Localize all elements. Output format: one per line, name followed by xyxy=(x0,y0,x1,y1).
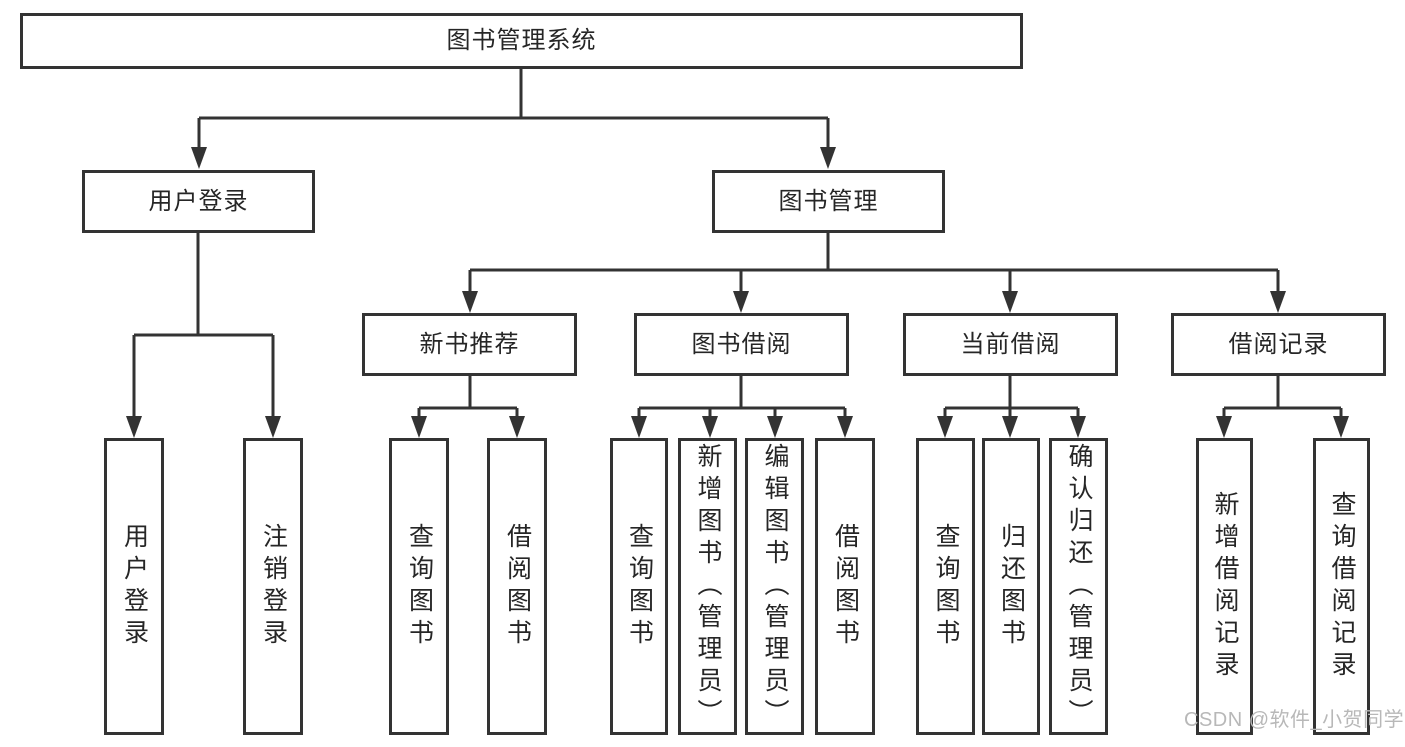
node-new-book-recommendation: 新书推荐 xyxy=(362,313,577,376)
leaf-label: 确认归还（管理员） xyxy=(1065,442,1093,731)
leaf-label: 用户登录 xyxy=(120,522,149,651)
leaf-label: 注销登录 xyxy=(259,522,288,651)
leaf-borrow-books: 借阅图书 xyxy=(487,438,547,735)
leaf-return-books: 归还图书 xyxy=(982,438,1040,735)
arrowhead xyxy=(1216,416,1232,438)
arrowhead xyxy=(191,147,207,169)
connector-root-to-level2 xyxy=(197,69,830,150)
leaf-add-books-admin: 新增图书（管理员） xyxy=(678,438,737,735)
node-borrowing-records: 借阅记录 xyxy=(1171,313,1386,376)
arrowhead xyxy=(462,291,478,313)
node-current-borrowing: 当前借阅 xyxy=(903,313,1118,376)
connector-book-borrow-children xyxy=(637,376,847,419)
leaf-label: 查询图书 xyxy=(625,522,654,651)
leaf-label: 查询图书 xyxy=(405,522,434,651)
connector-user-login-children xyxy=(132,233,275,419)
arrowhead xyxy=(820,147,836,169)
node-book-management: 图书管理 xyxy=(712,170,945,233)
connector-borrow-record-children xyxy=(1222,376,1343,419)
watermark: CSDN @软件_小贺同学 xyxy=(1184,709,1405,731)
leaf-label: 查询图书 xyxy=(932,522,960,651)
connector-new-book-children xyxy=(417,376,519,419)
leaf-confirm-return-admin: 确认归还（管理员） xyxy=(1049,438,1108,735)
arrowhead xyxy=(1270,291,1286,313)
leaf-query-books: 查询图书 xyxy=(389,438,449,735)
leaf-query-books: 查询图书 xyxy=(916,438,975,735)
arrowhead xyxy=(702,416,718,438)
arrowhead xyxy=(631,416,647,438)
node-user-login: 用户登录 xyxy=(82,170,315,233)
arrowhead xyxy=(1002,291,1018,313)
leaf-user-login: 用户登录 xyxy=(104,438,164,735)
node-library-management-system: 图书管理系统 xyxy=(20,13,1023,69)
arrowhead xyxy=(733,291,749,313)
leaf-label: 新增借阅记录 xyxy=(1211,490,1239,683)
leaf-edit-books-admin: 编辑图书（管理员） xyxy=(745,438,804,735)
arrowhead xyxy=(1070,416,1086,438)
arrowhead xyxy=(411,416,427,438)
leaf-label: 新增图书（管理员） xyxy=(694,442,722,731)
connector-current-borrow-children xyxy=(943,376,1080,419)
leaf-logout: 注销登录 xyxy=(243,438,303,735)
leaf-query-books: 查询图书 xyxy=(610,438,668,735)
leaf-add-borrow-record: 新增借阅记录 xyxy=(1196,438,1253,735)
arrowhead xyxy=(509,416,525,438)
leaf-label: 归还图书 xyxy=(997,522,1026,651)
arrowhead xyxy=(1002,416,1018,438)
leaf-label: 借阅图书 xyxy=(503,522,532,651)
arrowhead xyxy=(937,416,953,438)
arrowhead xyxy=(1333,416,1349,438)
leaf-label: 编辑图书（管理员） xyxy=(761,442,789,731)
connector-book-management-children xyxy=(468,233,1280,294)
leaf-label: 查询借阅记录 xyxy=(1328,490,1356,683)
node-book-borrowing: 图书借阅 xyxy=(634,313,849,376)
arrowhead xyxy=(767,416,783,438)
arrowhead xyxy=(126,416,142,438)
arrowhead xyxy=(265,416,281,438)
leaf-label: 借阅图书 xyxy=(831,522,860,651)
leaf-borrow-books: 借阅图书 xyxy=(815,438,875,735)
leaf-query-borrow-record: 查询借阅记录 xyxy=(1313,438,1370,735)
arrowhead xyxy=(837,416,853,438)
